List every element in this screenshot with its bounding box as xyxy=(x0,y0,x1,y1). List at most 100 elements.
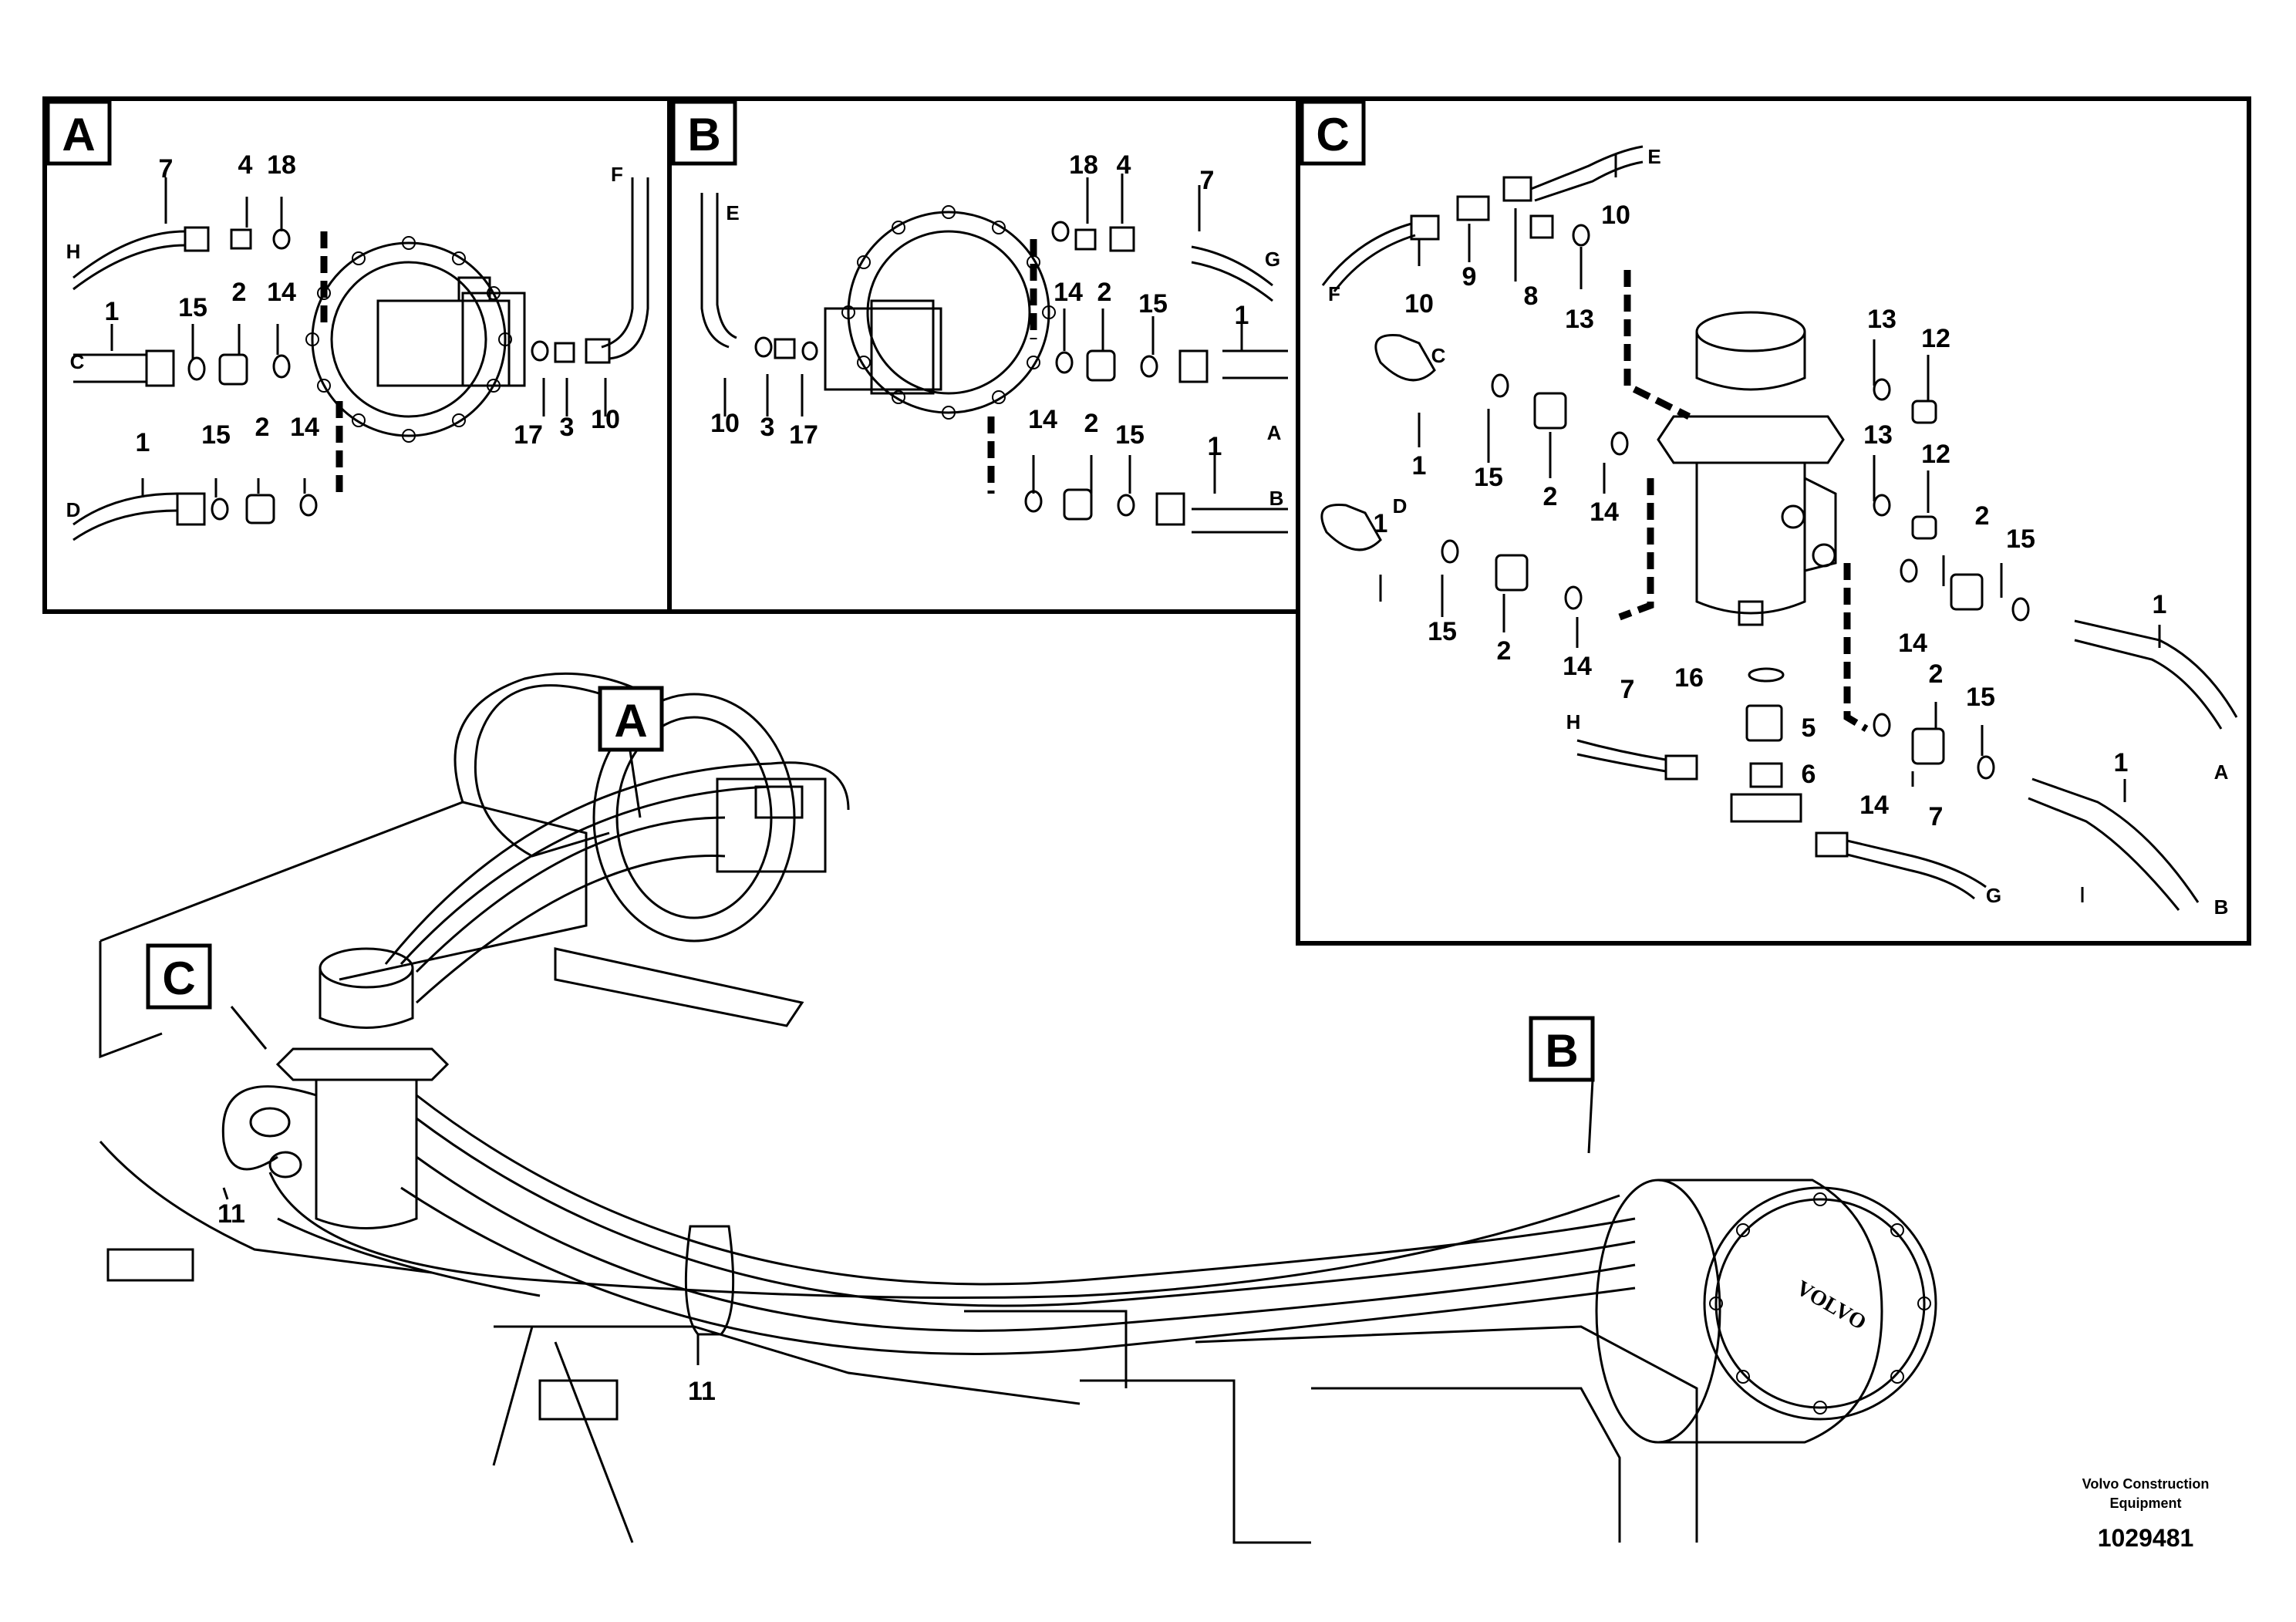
drawing-number: 1029481 xyxy=(2098,1524,2194,1552)
callout: 1 xyxy=(1208,432,1222,461)
panel-a-text: A 7 4 18 1 15 2 14 1 15 2 14 17 3 10 H C… xyxy=(46,99,623,521)
panel-c-callouts: 10 9 8 13 10 1 15 2 14 13 12 13 12 2 15 … xyxy=(1374,201,2167,831)
callout: 3 xyxy=(760,413,775,442)
callout: 1 xyxy=(136,428,150,457)
callout: 15 xyxy=(201,420,231,450)
credit-line-1: Volvo Construction xyxy=(2082,1476,2210,1492)
callout: 15 xyxy=(1115,420,1145,450)
hose-end-letter: B xyxy=(2214,895,2229,919)
callout: 17 xyxy=(789,420,818,450)
panel-c-letters: E F C D H A B G xyxy=(1328,145,2229,919)
callout: 14 xyxy=(1898,629,1927,658)
hose-end-letter: C xyxy=(1431,344,1446,367)
callout: 7 xyxy=(1929,802,1944,831)
view-badge-a: A xyxy=(62,109,95,160)
hose-end-letter: A xyxy=(1267,421,1282,444)
hose-end-letter: D xyxy=(66,498,81,521)
overview-assembly xyxy=(99,672,1937,1544)
callout: 16 xyxy=(1674,663,1704,693)
callout: 7 xyxy=(1620,675,1635,704)
callout: 2 xyxy=(1497,636,1512,666)
callout: 18 xyxy=(267,150,296,180)
hose-end-letter: F xyxy=(611,163,623,186)
callout: 15 xyxy=(178,293,207,322)
hose-end-letter: G xyxy=(1986,884,2001,907)
credit-line-2: Equipment xyxy=(2110,1496,2182,1511)
motor-b-bolts xyxy=(1709,1192,1931,1415)
callout: 14 xyxy=(1590,497,1619,527)
callout: 1 xyxy=(2114,748,2129,777)
volvo-motor-brand: VOLVO xyxy=(1792,1276,1870,1334)
panel-c-text: C 10 9 8 13 10 1 15 2 14 13 12 13 12 2 1… xyxy=(1300,99,2229,919)
callout: 10 xyxy=(591,405,620,434)
panel-b-letters: E G A B xyxy=(726,201,1283,510)
bolt-ring xyxy=(305,236,512,443)
callout: 2 xyxy=(1929,659,1944,689)
callout: 14 xyxy=(1563,652,1592,681)
callout: 17 xyxy=(514,420,543,450)
callout: 15 xyxy=(1428,617,1457,646)
callout: 18 xyxy=(1069,150,1098,180)
overview-badge-c: C xyxy=(162,953,195,1004)
callout: 14 xyxy=(1859,791,1889,820)
hose-end-letter: E xyxy=(1647,145,1660,168)
callout: 14 xyxy=(267,278,296,307)
panel-a-letters: H C D F xyxy=(66,163,623,521)
callout: 13 xyxy=(1863,420,1893,450)
callout: 1 xyxy=(1374,509,1388,538)
hose-end-letter: C xyxy=(70,350,85,373)
callout: 2 xyxy=(1084,409,1099,438)
overview-badge-a: A xyxy=(614,695,647,747)
callout: 5 xyxy=(1802,713,1816,743)
callout: 4 xyxy=(238,150,253,180)
callout: 1 xyxy=(2153,590,2167,619)
hose-end-letter: B xyxy=(1269,487,1284,510)
callout: 2 xyxy=(1543,482,1558,511)
overview-text: A C B 11 11 VOLVO xyxy=(146,686,1870,1406)
overview-badge-b: B xyxy=(1545,1025,1578,1077)
callout: 1 xyxy=(1235,301,1249,330)
view-badge-c: C xyxy=(1316,109,1349,160)
callout: 7 xyxy=(159,154,174,184)
callout: 7 xyxy=(1200,166,1215,195)
panel-b-text: B 18 4 7 14 2 15 1 10 3 17 14 2 15 1 E G… xyxy=(671,99,1283,510)
hose-end-letter: H xyxy=(66,240,81,263)
callout: 2 xyxy=(255,413,270,442)
callout: 10 xyxy=(1601,201,1630,230)
hose-end-letter: F xyxy=(1328,282,1340,305)
callout: 3 xyxy=(560,413,575,442)
hose-end-letter: D xyxy=(1393,494,1408,518)
hose-end-letter: E xyxy=(726,201,739,224)
callout: 11 xyxy=(217,1199,245,1229)
callout: 15 xyxy=(2006,524,2035,554)
callout: 14 xyxy=(1054,278,1083,307)
callout: 1 xyxy=(105,297,120,326)
panel-b-callouts: 18 4 7 14 2 15 1 10 3 17 14 2 15 1 xyxy=(710,150,1249,461)
panel-c xyxy=(1296,96,2251,946)
footer: Volvo Construction Equipment 1029481 xyxy=(2082,1476,2210,1552)
callout: 1 xyxy=(1412,451,1427,481)
callout: 10 xyxy=(1404,289,1434,319)
callout: 12 xyxy=(1921,324,1950,353)
bolt-ring xyxy=(841,205,1056,420)
callout: 15 xyxy=(1966,683,1995,712)
panel-a xyxy=(42,96,672,614)
callout: 15 xyxy=(1138,289,1168,319)
callout: 14 xyxy=(1028,405,1057,434)
callout: 11 xyxy=(688,1377,716,1406)
callout: 15 xyxy=(1474,463,1503,492)
callout: 6 xyxy=(1802,760,1816,789)
hose-end-letter: H xyxy=(1566,710,1581,733)
hose-end-letter: A xyxy=(2214,760,2229,784)
callout: 14 xyxy=(290,413,319,442)
view-badge-b: B xyxy=(687,109,720,160)
callout: 2 xyxy=(1097,278,1112,307)
callout: 2 xyxy=(1975,501,1990,531)
callout: 12 xyxy=(1921,440,1950,469)
callout: 8 xyxy=(1524,282,1539,311)
callout: 9 xyxy=(1462,262,1477,292)
hose-end-letter: G xyxy=(1265,248,1280,271)
callout: 13 xyxy=(1565,305,1594,334)
callout: 4 xyxy=(1117,150,1131,180)
